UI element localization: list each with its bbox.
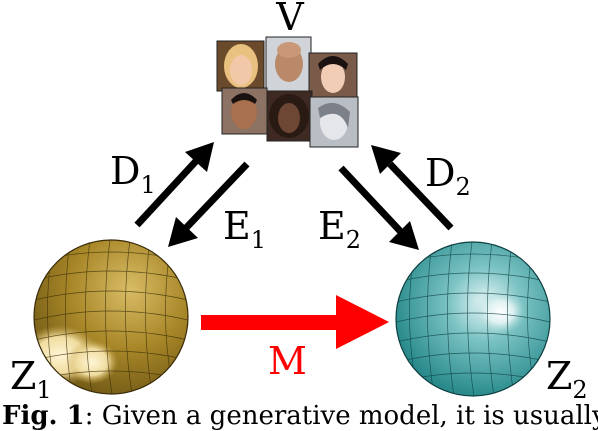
label-Z1: Z1 — [10, 354, 52, 404]
label-D2: D2 — [425, 151, 471, 201]
latent-sphere-z2 — [395, 241, 551, 397]
mapping-arrow-head — [336, 295, 389, 349]
arrow-encoder-1 — [168, 161, 250, 247]
face-photo-grey-woman — [309, 96, 359, 148]
latent-sphere-z1 — [33, 239, 189, 395]
face-collage — [216, 36, 359, 148]
caption-prefix: Fig. 1 — [2, 401, 85, 431]
face-photo-bald-man — [265, 36, 312, 93]
caption-text: : Given a generative model, it is usuall… — [84, 401, 598, 431]
face-photo-asian-woman — [308, 52, 358, 100]
mapping-arrow-shaft — [201, 315, 341, 330]
arrow-decoder-1 — [134, 142, 214, 228]
arrow-encoder-2 — [338, 165, 419, 250]
face-photo-blonde-woman — [216, 40, 265, 92]
arrow-mapping-M — [201, 295, 389, 349]
face-photo-smiling-man — [221, 87, 268, 135]
label-D1: D1 — [110, 149, 156, 199]
label-E2: E2 — [318, 204, 361, 254]
label-Z2: Z2 — [546, 354, 588, 404]
label-V: V — [275, 0, 304, 39]
figure-caption: Fig. 1: Given a generative model, it is … — [2, 401, 598, 431]
face-photo-curly-hair-woman — [266, 90, 313, 142]
label-M: M — [268, 339, 307, 383]
label-E1: E1 — [223, 204, 266, 254]
arrow-decoder-2 — [371, 145, 454, 231]
